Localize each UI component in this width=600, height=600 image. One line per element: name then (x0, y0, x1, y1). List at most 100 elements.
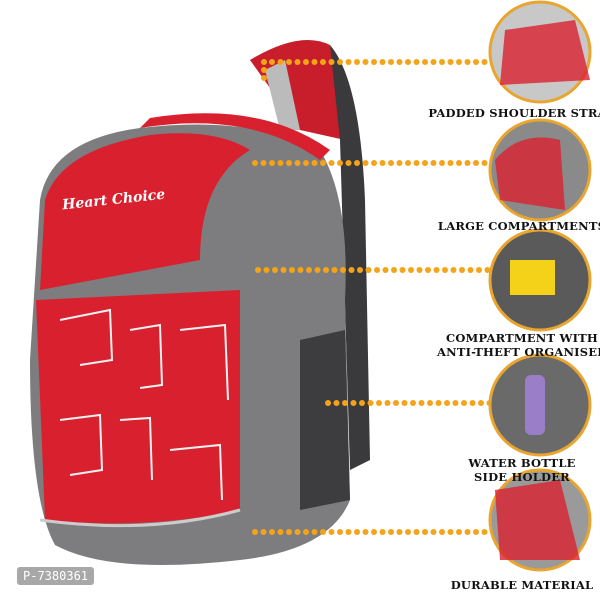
leader-dot (444, 400, 450, 406)
leader-dot (294, 160, 301, 166)
leader-dot (337, 59, 343, 65)
shoulder-strap (250, 40, 345, 140)
leader-dot (473, 59, 479, 65)
leader-dot (294, 529, 301, 535)
leader-dot (405, 529, 411, 535)
leader-dot (354, 529, 360, 535)
feature-label-organiser-2: ANTI-THEFT ORGANISER (437, 345, 600, 359)
leader-dot (422, 529, 428, 535)
leader-dot (323, 267, 329, 273)
feature-label-bottle-1: WATER BOTTLE (468, 456, 576, 470)
leader-dot (255, 267, 261, 273)
feature-label-material: DURABLE MATERIAL (450, 578, 594, 592)
leader-dot (427, 400, 433, 406)
leader-dot (442, 267, 448, 273)
leader-dot (365, 267, 372, 273)
leader-dot (350, 400, 357, 406)
leader-dot (396, 529, 403, 535)
leader-dot (388, 529, 394, 535)
leader-dot (473, 529, 479, 535)
leader-dot (413, 59, 420, 65)
leader-dot (478, 400, 484, 406)
leader-dot (294, 59, 301, 65)
leader-dot (401, 400, 408, 406)
leader-dot (379, 160, 386, 166)
leader-dot (425, 267, 431, 273)
leader-dot (289, 267, 295, 273)
leader-dot (252, 529, 258, 535)
leader-dot (430, 160, 437, 166)
leader-dot (467, 267, 474, 273)
leader-dot (379, 59, 386, 65)
leader-dot (261, 59, 267, 65)
leader-dot (456, 529, 462, 535)
feature-label-bottle-2: SIDE HOLDER (474, 470, 570, 484)
leader-dot (280, 267, 287, 273)
leader-dot (354, 59, 360, 65)
leader-dot (384, 400, 391, 406)
leader-dot (362, 59, 369, 65)
leader-dot (261, 67, 267, 73)
leader-dot (303, 160, 309, 166)
leader-dot (367, 400, 374, 406)
leader-dot (456, 160, 462, 166)
leader-dot (376, 400, 382, 406)
leader-dot (362, 160, 369, 166)
leader-dot (433, 267, 440, 273)
leader-dot (484, 267, 491, 273)
leader-dot (297, 267, 304, 273)
leader-dot (354, 160, 360, 166)
feature-label-organiser-1: COMPARTMENT WITH (445, 331, 599, 345)
leader-dot (272, 267, 278, 273)
leader-dot (345, 529, 352, 535)
leader-dot (340, 267, 346, 273)
leader-dot (277, 529, 284, 535)
feature-label-compartments: LARGE COMPARTMENTS (437, 219, 600, 233)
leader-dot (430, 59, 437, 65)
leader-dot (314, 267, 321, 273)
leader-dot (269, 529, 275, 535)
leader-dot (396, 59, 403, 65)
leader-dot (399, 267, 406, 273)
leader-dot (371, 59, 377, 65)
leader-dot (303, 59, 309, 65)
leader-dot (345, 160, 352, 166)
leader-dot (464, 59, 471, 65)
feature-label-shoulder-strap: PADDED SHOULDER STRAP (428, 106, 600, 120)
leader-dot (269, 59, 275, 65)
leader-dot (422, 59, 428, 65)
leader-dot (439, 59, 445, 65)
product-id-watermark: P-7380361 (17, 567, 95, 585)
leader-dot (439, 529, 445, 535)
leader-dot (252, 160, 258, 166)
leader-dot (277, 59, 284, 65)
leader-dot (328, 529, 335, 535)
leader-dot (391, 267, 397, 273)
leader-dot (410, 400, 416, 406)
leader-dot (331, 267, 338, 273)
leader-dot (348, 267, 355, 273)
leader-dot (261, 75, 267, 81)
leader-dot (303, 529, 309, 535)
leader-dot (311, 160, 318, 166)
leader-dot (325, 400, 331, 406)
leader-dot (286, 160, 292, 166)
leader-dot (405, 59, 411, 65)
leader-dot (439, 160, 445, 166)
leader-dot (447, 529, 454, 535)
leader-dot (382, 267, 389, 273)
leader-dot (320, 160, 326, 166)
leader-dot (450, 267, 457, 273)
leader-dot (357, 267, 363, 273)
leader-dot (459, 267, 465, 273)
leader-dot (371, 529, 377, 535)
leader-dot (413, 160, 420, 166)
leader-dot (452, 400, 459, 406)
leader-dot (456, 59, 462, 65)
leader-dot (413, 529, 420, 535)
leader-dot (461, 400, 467, 406)
leader-dot (260, 160, 267, 166)
leader-dot (447, 59, 454, 65)
leader-dot (320, 59, 326, 65)
